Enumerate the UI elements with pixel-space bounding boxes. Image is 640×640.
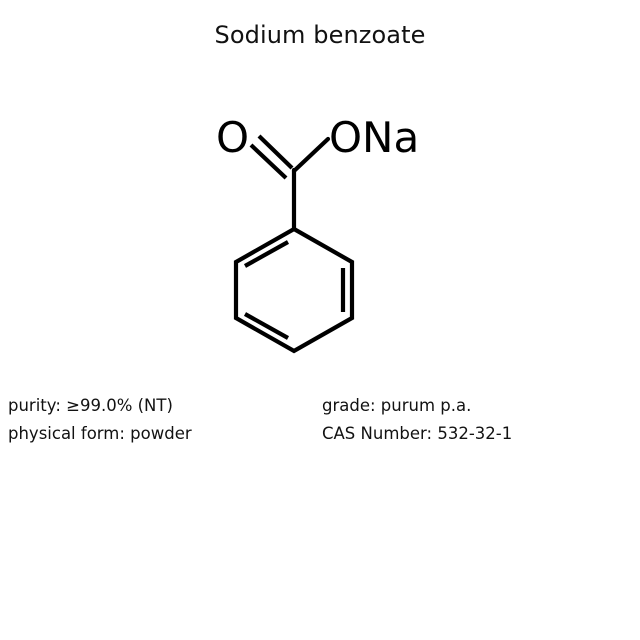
compound-title: Sodium benzoate — [214, 21, 426, 49]
property-purity: purity: ≥99.0% (NT) — [8, 396, 173, 415]
property-grade: grade: purum p.a. — [322, 396, 472, 415]
carbonyl-oxygen-label: O — [216, 113, 249, 162]
carbonyl-double-bond — [249, 134, 294, 180]
carbon-oxygen-single-bond — [291, 136, 331, 174]
properties-right-column: grade: purum p.a. CAS Number: 532-32-1 — [322, 392, 512, 448]
property-physical-form: physical form: powder — [8, 424, 192, 443]
benzene-ring-hexagon — [233, 226, 355, 354]
benzene-inner-double-bonds — [243, 240, 346, 340]
properties-left-column: purity: ≥99.0% (NT) physical form: powde… — [8, 392, 192, 448]
sodium-oxide-label: ONa — [329, 113, 419, 162]
property-cas-number: CAS Number: 532-32-1 — [322, 424, 513, 443]
